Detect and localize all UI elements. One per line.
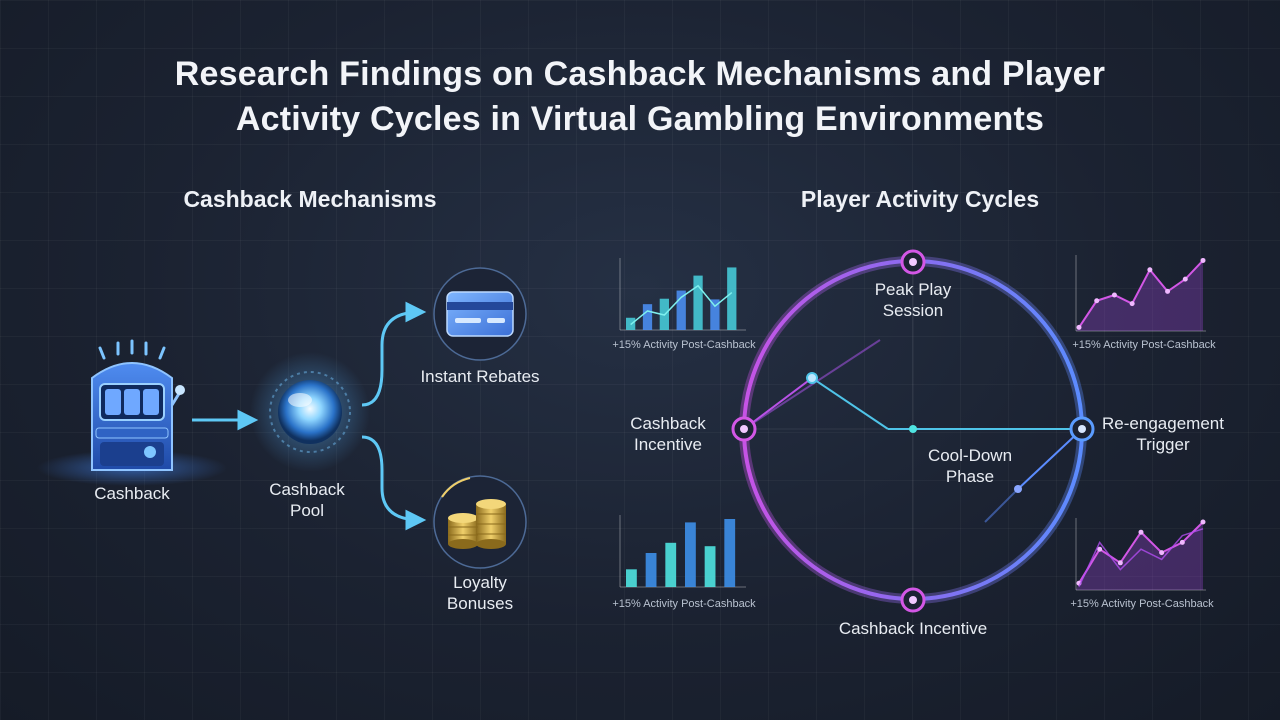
page-title-line1: Research Findings on Cashback Mechanisms… [174,55,1106,93]
arrow-pool-to-loyalty [361,435,427,531]
cashback-mechanisms-heading: Cashback Mechanisms [183,186,437,212]
re-engagement-trigger-label: Re-engagement Trigger [1090,413,1236,455]
top-right-mini-chart-point-7 [1200,257,1206,263]
loyalty-bonuses-label-line2: Bonuses [446,594,514,613]
cool-down-phase-label: Cool-Down Phase [910,445,1030,487]
bottom-right-mini-chart-area [1076,522,1203,590]
mini-chart-caption-bottom-right: +15% Activity Post-Cashback [1070,598,1214,610]
re-engagement-trigger-label-line1: Re-engagement [1102,414,1224,433]
bottom-left-mini-chart-bar-2 [665,542,677,587]
bottom-right-mini-chart-point-2 [1117,560,1123,566]
loyalty-bonuses-label-line1: Loyalty [453,573,507,592]
cashback-pool-label: Cashback Pool [250,479,364,521]
top-right-mini-chart-point-6 [1182,276,1188,282]
bottom-right-mini-chart-point-6 [1200,519,1206,525]
top-right-mini-chart-point-3 [1129,301,1135,307]
instant-rebates-label: Instant Rebates [420,367,540,386]
cashback-incentive-left-label-line2: Incentive [633,435,703,454]
credit-card-icon [433,267,527,361]
top-right-mini-chart-point-4 [1147,267,1153,273]
cycle-node-left[interactable] [731,416,757,442]
cashback-incentive-bottom-label: Cashback Incentive [838,619,988,638]
coin-stack-icon [433,475,527,569]
bottom-right-mini-chart-line-secondary [1078,528,1204,587]
cycle-node-right[interactable] [1069,416,1095,442]
loyalty-bonuses-label: Loyalty Bonuses [420,572,540,614]
bottom-left-mini-chart-bar-1 [645,553,657,587]
peak-play-session-label-line1: Peak Play [874,280,952,299]
top-left-mini-chart-bar-1 [642,304,653,330]
bottom-left-mini-chart-bar-3 [685,522,696,587]
peak-play-session-label: Peak Play Session [853,279,973,321]
top-right-mini-chart-point-1 [1094,298,1100,304]
glowing-orb-icon [250,352,370,472]
top-right-mini-chart-line [1078,259,1204,328]
arrow-pool-to-rebates [361,301,427,407]
cashback-source-label: Cashback [94,484,170,503]
top-left-mini-chart-trend-line [630,284,733,326]
mini-chart-caption-top-right: +15% Activity Post-Cashback [1072,339,1216,351]
slot-machine-icon [37,339,227,486]
page-title: Research Findings on Cashback Mechanisms… [0,52,1280,142]
top-left-mini-chart-bar-6 [727,267,737,330]
bottom-right-mini-chart-point-3 [1138,529,1144,535]
top-right-mini-chart-point-0 [1076,324,1082,330]
bottom-right-mini-chart-point-1 [1097,546,1103,552]
cashback-pool-label-line2: Pool [289,501,325,520]
cashback-incentive-left-label-line1: Cashback [630,414,706,433]
peak-play-session-label-line2: Session [882,301,944,320]
mini-chart-caption-bottom-left: +15% Activity Post-Cashback [612,598,756,610]
top-left-mini-chart-bar-4 [693,275,703,330]
cool-down-phase-label-line2: Phase [945,467,995,486]
bottom-left-mini-chart-bar-5 [724,519,736,587]
bottom-right-mini-chart-point-5 [1179,539,1185,545]
cashback-pool-label-line1: Cashback [269,480,345,499]
top-right-mini-chart-area [1076,260,1203,331]
top-right-mini-chart-point-2 [1111,292,1117,298]
mini-charts [619,255,1206,591]
bottom-left-mini-chart-bar-0 [626,569,637,587]
mini-chart-caption-top-left: +15% Activity Post-Cashback [612,339,756,351]
cashback-incentive-left-label: Cashback Incentive [612,413,724,455]
cycle-connector-lines [743,339,1083,523]
bottom-right-mini-chart-point-4 [1159,550,1165,556]
cycle-node-bottom[interactable] [900,587,926,613]
re-engagement-trigger-label-line2: Trigger [1136,435,1190,454]
page-title-line2: Activity Cycles in Virtual Gambling Envi… [235,100,1045,138]
bottom-left-mini-chart-bar-4 [704,546,716,587]
top-left-mini-chart-bar-5 [710,299,720,330]
top-right-mini-chart-point-5 [1165,288,1171,294]
player-activity-cycles-heading: Player Activity Cycles [800,186,1040,212]
top-left-mini-chart-bar-3 [676,290,686,330]
cool-down-phase-label-line1: Cool-Down [927,446,1013,465]
cycle-node-top[interactable] [900,249,926,275]
